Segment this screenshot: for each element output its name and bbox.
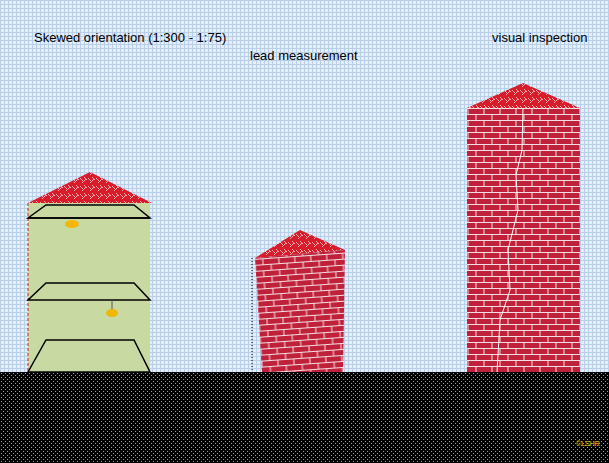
method-label: lead measurement	[250, 48, 358, 63]
watermark: ©LSHR	[576, 440, 600, 447]
method-label: visual inspection	[492, 30, 587, 45]
heading-label: Skewed orientation (1:300 - 1:75)	[34, 30, 226, 45]
